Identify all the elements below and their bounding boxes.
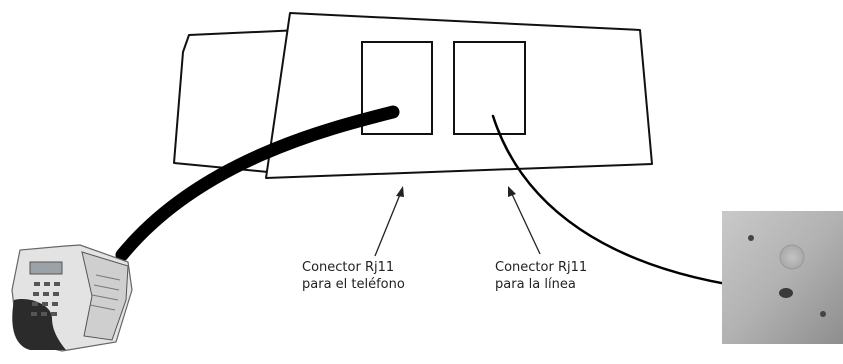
- telephone-icon: [11, 244, 133, 352]
- wall-phone-jack-icon: [722, 211, 843, 344]
- arrow-line-connector: [508, 186, 541, 255]
- line-connector-label: Conector Rj11 para la línea: [495, 259, 587, 293]
- phone-connector-label-line1: Conector Rj11: [302, 260, 395, 275]
- arrow-phone-connector: [374, 186, 404, 257]
- line-port: [453, 41, 526, 135]
- phone-connector-label-line2: para el teléfono: [302, 277, 405, 292]
- line-connector-label-line1: Conector Rj11: [495, 260, 588, 275]
- telephone-cable: [115, 105, 400, 262]
- line-connector-label-line2: para la línea: [495, 277, 576, 292]
- phone-connector-label: Conector Rj11 para el teléfono: [302, 259, 405, 293]
- line-cable: [491, 114, 788, 294]
